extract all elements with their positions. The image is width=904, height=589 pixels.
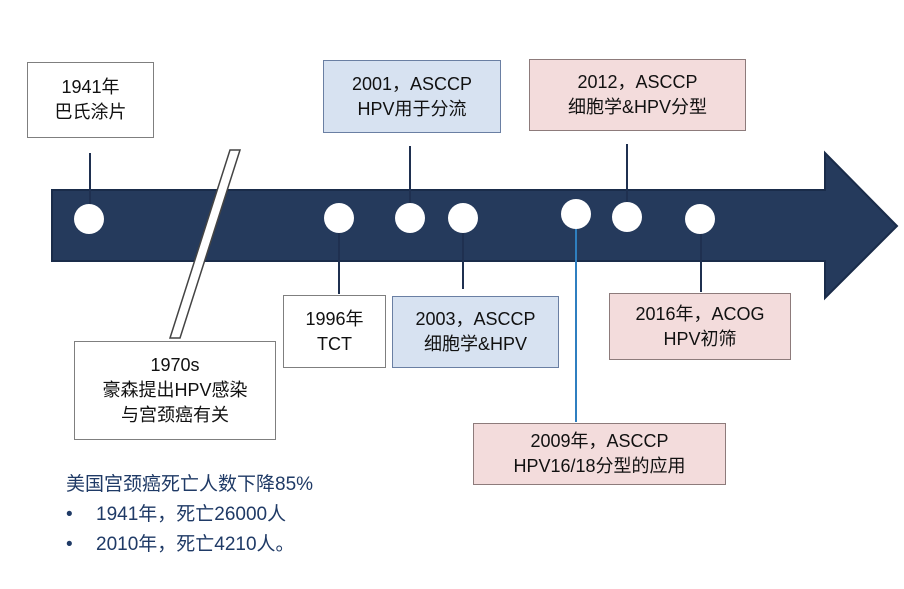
- bullet-icon: •: [66, 534, 73, 555]
- event-2009-title: 2009年，ASCCP: [530, 431, 669, 451]
- event-box-2003: 2003，ASCCP 细胞学&HPV: [392, 296, 559, 368]
- event-2012-title: 2012，ASCCP: [577, 72, 698, 92]
- milestone-dot-2001: [395, 203, 425, 233]
- event-2003-title: 2003，ASCCP: [415, 309, 536, 329]
- stats-item-1941: 1941年，死亡26000人: [96, 504, 287, 525]
- event-1941-year: 1941年: [61, 77, 120, 97]
- event-1996-year: 1996年: [305, 308, 364, 329]
- milestone-dot-1941: [74, 204, 104, 234]
- event-2003-desc: 细胞学&HPV: [423, 334, 528, 354]
- event-box-1996: 1996年 TCT: [283, 295, 386, 368]
- stats-item-2010: 2010年，死亡4210人。: [96, 534, 295, 555]
- event-2016-title: 2016年，ACOG: [635, 303, 765, 324]
- event-2012-desc: 细胞学&HPV分型: [567, 97, 708, 117]
- event-box-2012: 2012，ASCCP 细胞学&HPV分型: [529, 59, 746, 131]
- event-1970s-desc-1: 豪森提出HPV感染: [102, 380, 248, 400]
- mortality-stats: 美国宫颈癌死亡人数下降85% • 1941年，死亡26000人 • 2010年，…: [66, 470, 313, 560]
- stats-item: • 1941年，死亡26000人: [66, 500, 313, 530]
- event-2009-desc: HPV16/18分型的应用: [513, 456, 686, 476]
- stats-item: • 2010年，死亡4210人。: [66, 530, 313, 560]
- milestone-dot-2012: [612, 202, 642, 232]
- event-box-2016: 2016年，ACOG HPV初筛: [609, 293, 791, 360]
- milestone-dot-2009: [561, 199, 591, 229]
- event-1941-desc: 巴氏涂片: [54, 102, 127, 122]
- event-box-2009: 2009年，ASCCP HPV16/18分型的应用: [473, 423, 726, 485]
- event-1970s-desc-2: 与宫颈癌有关: [121, 405, 229, 425]
- milestone-dot-2003: [448, 203, 478, 233]
- milestone-dot-2016: [685, 204, 715, 234]
- event-box-1970s: 1970s 豪森提出HPV感染 与宫颈癌有关: [74, 341, 276, 440]
- stats-title: 美国宫颈癌死亡人数下降85%: [66, 474, 314, 495]
- callout-pointer-1970s: [168, 149, 242, 339]
- event-2001-title: 2001，ASCCP: [351, 73, 473, 94]
- event-box-1941: 1941年 巴氏涂片: [27, 62, 154, 138]
- event-box-2001: 2001，ASCCP HPV用于分流: [323, 60, 501, 133]
- event-1996-desc: TCT: [317, 333, 352, 354]
- event-1970s-year: 1970s: [150, 355, 200, 375]
- milestone-dot-1996: [324, 203, 354, 233]
- event-2016-desc: HPV初筛: [663, 328, 737, 349]
- bullet-icon: •: [66, 504, 73, 525]
- event-2001-desc: HPV用于分流: [357, 98, 467, 119]
